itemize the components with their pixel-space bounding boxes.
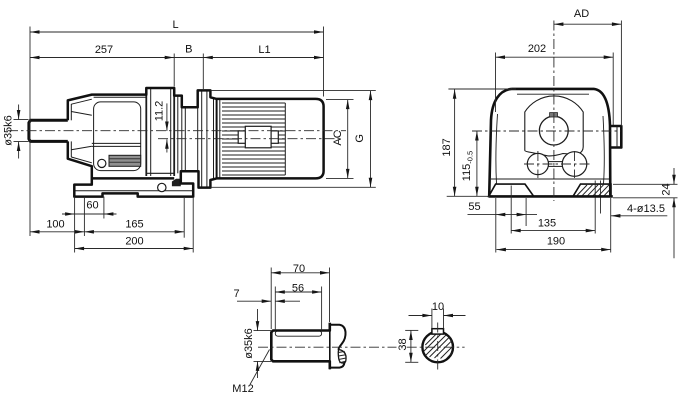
svg-text:70: 70 (293, 263, 305, 275)
svg-text:ø35k6: ø35k6 (243, 328, 255, 359)
svg-text:4-ø13.5: 4-ø13.5 (627, 203, 665, 215)
svg-text:257: 257 (95, 44, 113, 56)
svg-text:L1: L1 (258, 44, 270, 56)
svg-text:L: L (172, 19, 178, 31)
svg-text:AD: AD (574, 8, 589, 20)
svg-text:38: 38 (397, 338, 409, 350)
svg-text:G: G (354, 134, 366, 143)
svg-text:11.2: 11.2 (154, 101, 166, 122)
svg-text:135: 135 (538, 218, 556, 230)
svg-text:60: 60 (86, 200, 98, 212)
svg-text:165: 165 (125, 219, 143, 231)
svg-text:24: 24 (661, 183, 673, 195)
svg-text:B: B (185, 44, 192, 56)
svg-text:202: 202 (528, 43, 546, 55)
svg-text:ø35k6: ø35k6 (3, 115, 15, 146)
svg-text:10: 10 (432, 301, 444, 313)
svg-text:56: 56 (292, 283, 304, 295)
svg-text:100: 100 (46, 219, 64, 231)
svg-text:M12: M12 (232, 383, 253, 395)
svg-text:187: 187 (441, 138, 453, 156)
svg-text:7: 7 (233, 288, 239, 300)
svg-text:55: 55 (468, 201, 480, 213)
svg-text:200: 200 (125, 236, 143, 248)
svg-text:190: 190 (547, 236, 565, 248)
svg-text:AC: AC (332, 130, 344, 145)
